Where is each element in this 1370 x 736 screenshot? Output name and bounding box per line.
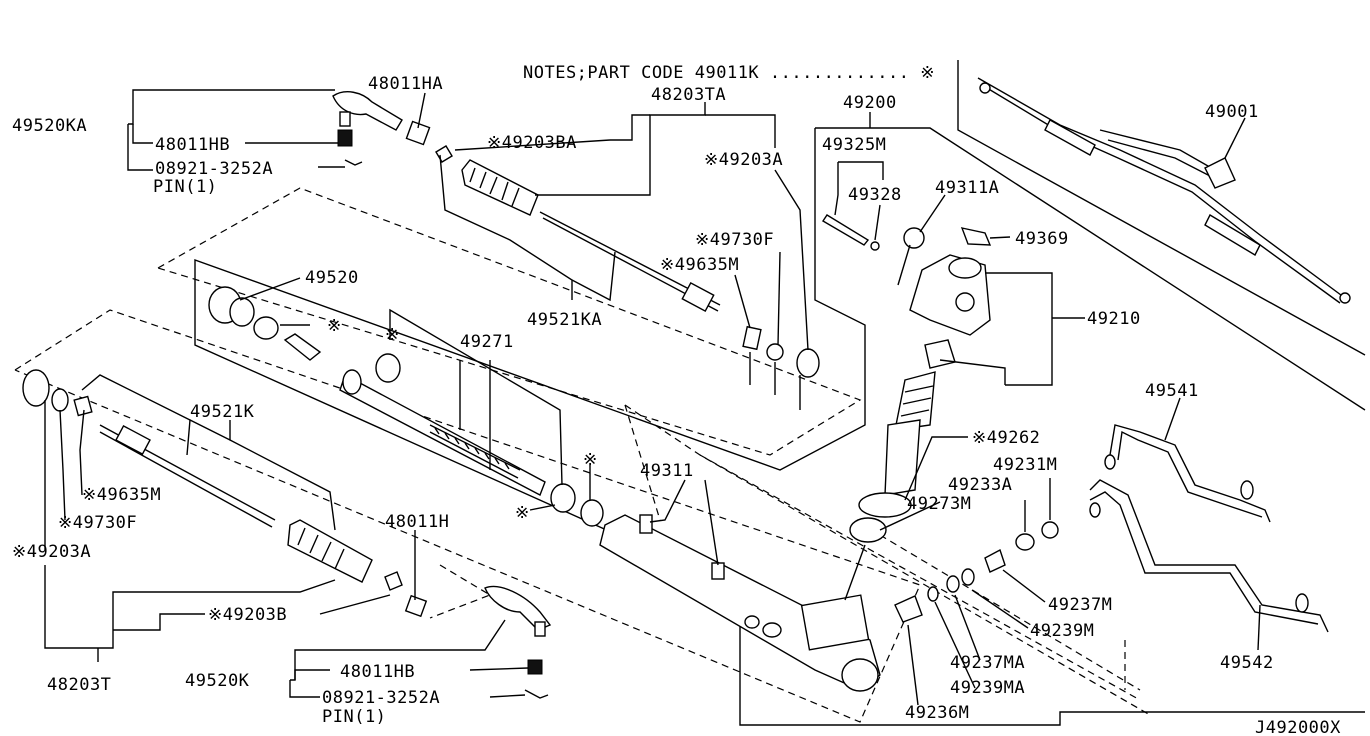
label-49203a-left[interactable]: ※49203A	[12, 542, 91, 562]
leader-lines	[44, 89, 1261, 706]
label-49231m[interactable]: 49231M	[993, 455, 1057, 475]
label-49328[interactable]: 49328	[848, 185, 902, 205]
label-48203t[interactable]: 48203T	[47, 675, 111, 695]
label-49369[interactable]: 49369	[1015, 229, 1069, 249]
steering-rack-bar	[339, 369, 604, 527]
label-08921-top[interactable]: 08921-3252A	[155, 159, 273, 179]
part-labels: NOTES;PART CODE 49011K ............. ※ J…	[12, 63, 1341, 736]
label-49233a[interactable]: 49233A	[948, 475, 1012, 495]
label-48011ha[interactable]: 48011HA	[368, 74, 443, 94]
label-49325m[interactable]: 49325M	[822, 135, 886, 155]
label-48011hb-top[interactable]: 48011HB	[155, 135, 230, 155]
label-49520k[interactable]: 49520K	[185, 671, 250, 691]
pinion-valve-assembly	[822, 214, 992, 543]
label-49520ka[interactable]: 49520KA	[12, 116, 87, 136]
label-49200[interactable]: 49200	[843, 93, 897, 113]
label-49520[interactable]: 49520	[305, 268, 359, 288]
tie-rod-end-top	[332, 91, 431, 166]
label-49311[interactable]: 49311	[640, 461, 694, 481]
hydraulic-pipes	[1089, 424, 1329, 633]
label-49311a[interactable]: 49311A	[935, 178, 999, 198]
label-49236m[interactable]: 49236M	[905, 703, 969, 723]
label-49203ba[interactable]: ※49203BA	[487, 133, 577, 153]
fittings-right	[894, 521, 1059, 623]
inner-tie-rod-top	[539, 211, 820, 378]
label-star-bushing: ※	[385, 325, 400, 345]
label-49239ma[interactable]: 49239MA	[950, 678, 1025, 698]
label-pin-bottom: PIN(1)	[322, 707, 386, 727]
label-48011h[interactable]: 48011H	[385, 512, 449, 532]
label-49542[interactable]: 49542	[1220, 653, 1274, 673]
label-49237ma[interactable]: 49237MA	[950, 653, 1025, 673]
steering-gear-assembly-overview	[977, 77, 1351, 304]
label-49521ka[interactable]: 49521KA	[527, 310, 602, 330]
label-49203a-top[interactable]: ※49203A	[704, 150, 783, 170]
assembly-frame-lines	[14, 60, 1366, 726]
diagram-code: J492000X	[1255, 718, 1341, 736]
label-49237m[interactable]: 49237M	[1048, 595, 1112, 615]
label-49210[interactable]: 49210	[1087, 309, 1141, 329]
label-star-ring: ※	[515, 503, 530, 523]
label-49001[interactable]: 49001	[1205, 102, 1259, 122]
label-pin-top: PIN(1)	[153, 177, 217, 197]
label-49635m-top[interactable]: ※49635M	[660, 255, 739, 275]
label-49730f-top[interactable]: ※49730F	[695, 230, 774, 250]
label-49730f-left[interactable]: ※49730F	[58, 513, 137, 533]
label-star-washer: ※	[583, 450, 598, 470]
label-star-seal: ※	[327, 316, 342, 336]
rack-housing	[599, 514, 881, 692]
label-49262[interactable]: ※49262	[972, 428, 1040, 448]
label-49203b[interactable]: ※49203B	[208, 605, 287, 625]
notes-text: NOTES;PART CODE 49011K ............. ※	[523, 63, 935, 83]
boot-top	[435, 145, 539, 216]
rack-bushings	[208, 286, 401, 383]
label-48011hb-bottom[interactable]: 48011HB	[340, 662, 415, 682]
label-49239m[interactable]: 49239M	[1030, 621, 1094, 641]
label-48203ta[interactable]: 48203TA	[651, 85, 726, 105]
label-49271[interactable]: 49271	[460, 332, 514, 352]
label-49273m[interactable]: 49273M	[907, 494, 971, 514]
label-49541[interactable]: 49541	[1145, 381, 1199, 401]
label-08921-bottom[interactable]: 08921-3252A	[322, 688, 440, 708]
label-49635m-left[interactable]: ※49635M	[82, 485, 161, 505]
label-49521k[interactable]: 49521K	[190, 402, 255, 422]
left-end-parts	[22, 369, 552, 699]
